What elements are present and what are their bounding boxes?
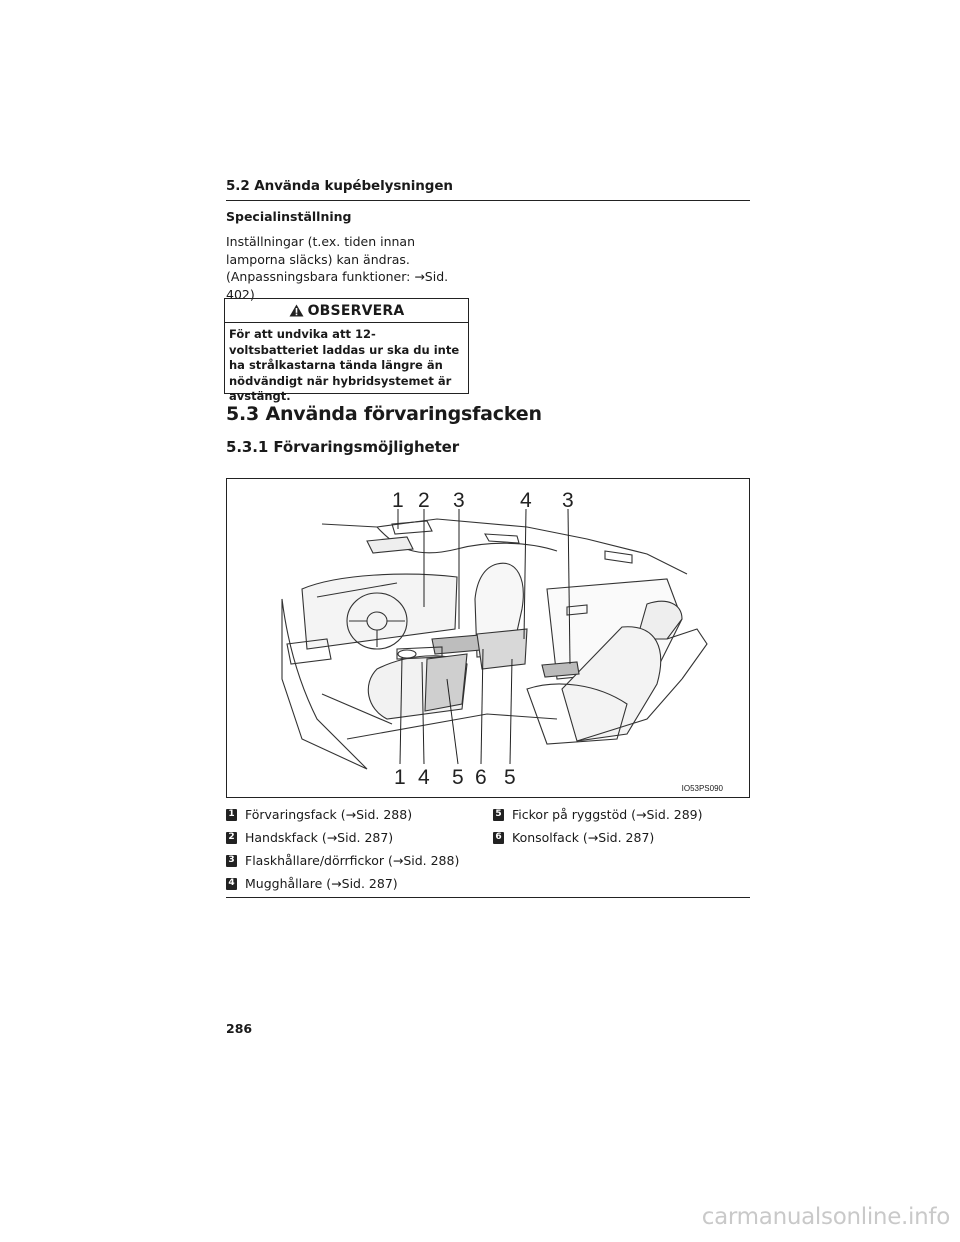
notice-title: OBSERVERA xyxy=(307,302,405,319)
callout-top-3b: 3 xyxy=(562,489,574,512)
legend-text: Handskfack (→Sid. 287) xyxy=(245,830,394,845)
legend-item: 2 Handskfack (→Sid. 287) xyxy=(226,826,459,849)
car-interior-illustration: 1 2 3 4 3 1 4 5 6 5 xyxy=(281,489,708,789)
legend-number-badge: 2 xyxy=(226,831,237,844)
legend-text: Konsolfack (→Sid. 287) xyxy=(512,830,655,845)
legend-number-badge: 4 xyxy=(226,877,237,890)
legend-text: Fickor på ryggstöd (→Sid. 289) xyxy=(512,807,703,822)
callout-top-1: 1 xyxy=(392,489,404,512)
chapter-heading: 5.3 Använda förvaringsfacken xyxy=(226,403,542,425)
callout-top-4: 4 xyxy=(520,489,532,512)
legend-number-badge: 6 xyxy=(493,831,504,844)
warning-triangle-icon xyxy=(289,304,304,317)
figure-code: IO53PS090 xyxy=(681,784,723,793)
notice-body: För att undvika att 12-voltsbatteriet la… xyxy=(229,327,460,403)
legend-item: 1 Förvaringsfack (→Sid. 288) xyxy=(226,803,459,826)
section-header: 5.2 Använda kupébelysningen xyxy=(226,178,750,201)
car-interior-figure: 1 2 3 4 3 1 4 5 6 5 IO53PS090 xyxy=(226,478,750,798)
legend-right: 5 Fickor på ryggstöd (→Sid. 289) 6 Konso… xyxy=(493,803,703,849)
legend-text: Förvaringsfack (→Sid. 288) xyxy=(245,807,413,822)
bottom-rule xyxy=(226,897,750,898)
legend-number-badge: 3 xyxy=(226,854,237,867)
callout-bottom-1: 1 xyxy=(394,766,406,789)
special-setting-heading: Specialinställning xyxy=(226,209,352,224)
callout-top-3: 3 xyxy=(453,489,465,512)
legend-left: 1 Förvaringsfack (→Sid. 288) 2 Handskfac… xyxy=(226,803,459,895)
callout-bottom-5: 5 xyxy=(452,766,464,789)
page-number: 286 xyxy=(226,1021,253,1036)
legend-text: Flaskhållare/dörrfickor (→Sid. 288) xyxy=(245,853,460,868)
notice-box: OBSERVERA För att undvika att 12-voltsba… xyxy=(224,298,469,403)
callout-bottom-5b: 5 xyxy=(504,766,516,789)
watermark: carmanualsonline.info xyxy=(701,1204,951,1230)
legend-number-badge: 1 xyxy=(226,808,237,821)
special-setting-body: Inställningar (t.ex. tiden innan lamporn… xyxy=(226,234,449,302)
subchapter-heading: 5.3.1 Förvaringsmöjligheter xyxy=(226,438,460,456)
legend-item: 4 Mugghållare (→Sid. 287) xyxy=(226,872,459,895)
callout-bottom-4: 4 xyxy=(418,766,430,789)
legend-text: Mugghållare (→Sid. 287) xyxy=(245,876,398,891)
legend-item: 3 Flaskhållare/dörrfickor (→Sid. 288) xyxy=(226,849,459,872)
legend-number-badge: 5 xyxy=(493,808,504,821)
callout-bottom-6: 6 xyxy=(475,766,487,789)
notice-header: OBSERVERA xyxy=(225,299,468,323)
callout-top-2: 2 xyxy=(418,489,430,512)
legend-item: 5 Fickor på ryggstöd (→Sid. 289) xyxy=(493,803,703,826)
legend-item: 6 Konsolfack (→Sid. 287) xyxy=(493,826,703,849)
